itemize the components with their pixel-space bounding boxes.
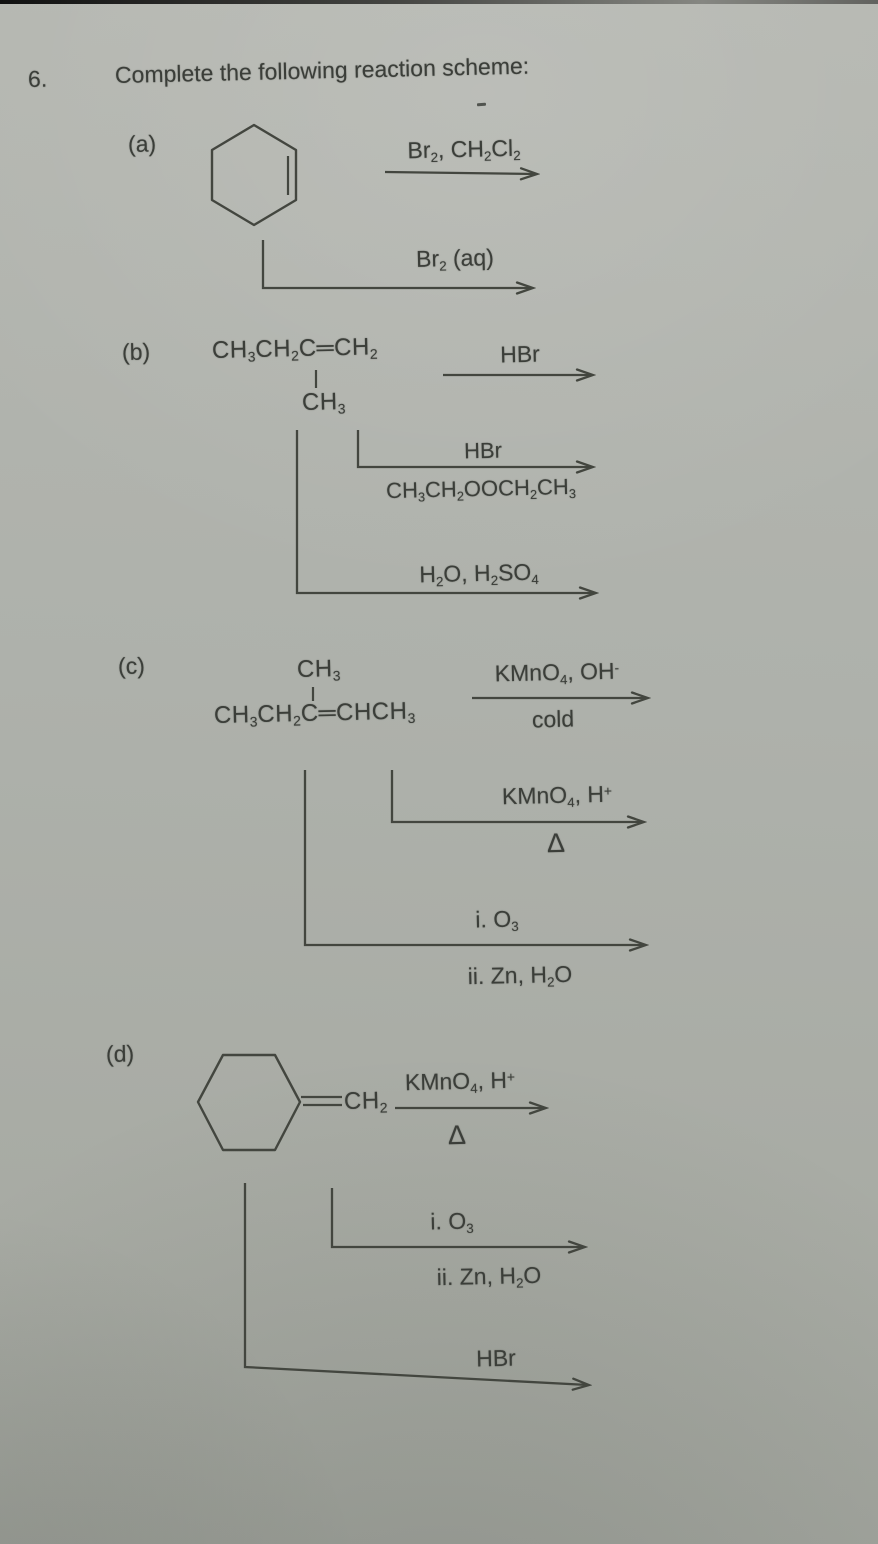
part-c-arrow3-condition: ii. Zn, H2O — [467, 960, 573, 990]
part-c-branch-group: CH3 — [296, 655, 341, 684]
part-d-arrow1-condition: Δ — [447, 1119, 467, 1151]
part-c-arrow1-condition: cold — [531, 705, 575, 733]
part-d-arrow1-reagent: KMnO4, H+ — [404, 1066, 516, 1097]
part-c-arrow3-reagent: i. O3 — [475, 905, 519, 934]
part-c-label: (c) — [117, 652, 146, 679]
part-d-arrow2-reagent: i. O3 — [430, 1207, 474, 1236]
part-b-arrow3-elbow — [295, 430, 595, 593]
photo-top-edge — [0, 0, 878, 4]
part-d-arrow3-reagent: HBr — [475, 1344, 517, 1372]
part-c-arrow2-elbow — [390, 770, 643, 822]
part-c-arrow1-reagent: KMnO4, OH- — [494, 657, 620, 688]
part-d-arrow2-elbow — [330, 1188, 584, 1247]
question-number: 6. — [27, 65, 48, 92]
part-b-arrow2-reagent: HBr — [463, 437, 503, 464]
part-a-label: (a) — [127, 130, 157, 157]
part-c-structure-formula: CH3CH2C═CHCH3 — [213, 697, 416, 730]
cyclohexene-structure — [210, 123, 298, 227]
part-b-arrow2-condition: CH3CH2OOCH2CH3 — [385, 474, 577, 505]
part-d-label: (d) — [105, 1040, 135, 1067]
methylenecyclohexane-ring — [196, 1053, 302, 1152]
part-a-arrow2-reagent: Br2 (aq) — [415, 244, 495, 274]
part-d-arrow3-elbow — [243, 1183, 588, 1385]
part-b-structure-formula: CH3CH2C═CH2 — [211, 333, 378, 365]
part-d-substituent-group: CH2 — [343, 1087, 388, 1116]
part-c-arrow3-elbow — [303, 770, 645, 945]
part-c-arrow2-condition: Δ — [546, 827, 566, 859]
part-b-label: (b) — [121, 338, 151, 365]
part-a-arrow1-line — [384, 172, 536, 174]
part-d-arrow2-condition: ii. Zn, H2O — [436, 1261, 542, 1291]
part-c-arrow2-reagent: KMnO4, H+ — [501, 780, 613, 811]
part-b-arrow1-reagent: HBr — [499, 340, 541, 368]
part-a-arrow2-elbow — [261, 240, 532, 288]
part-b-arrow2-elbow — [356, 430, 592, 467]
part-a-arrow1-reagent: Br2, CH2Cl2 — [407, 134, 521, 166]
part-b-branch-group: CH3 — [301, 388, 346, 417]
part-b-arrow3-reagent: H2O, H2SO4 — [418, 558, 540, 590]
